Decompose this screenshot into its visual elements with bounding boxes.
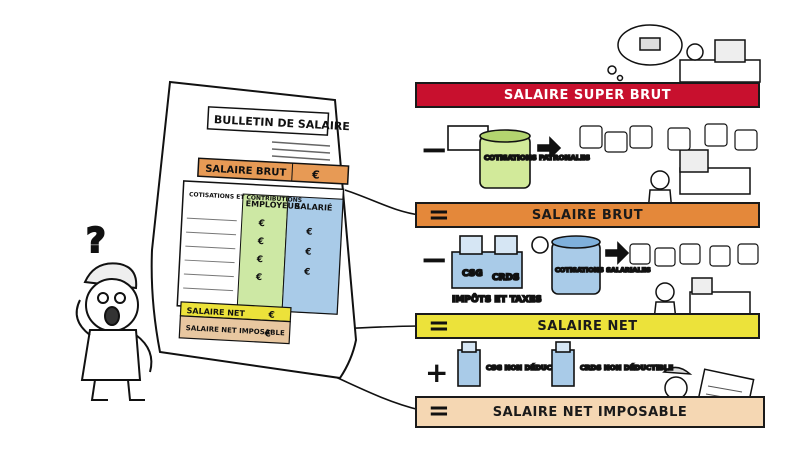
svg-text:€: € — [304, 247, 312, 257]
salarie-header: SALARIÉ — [294, 200, 332, 213]
cotisations-patronales-label: COTISATIONS PATRONALES — [484, 154, 590, 162]
payslip-document: BULLETIN DE SALAIRE SALAIRE BRUT € COTIS… — [150, 80, 358, 380]
cotisations-salariales-label: COTISATIONS SALARIALES — [555, 266, 651, 274]
svg-text:€: € — [255, 273, 263, 283]
non-deductible-items: CSG NON DÉDUCTIBLE CRDS NON DÉDUCTIBLE — [457, 341, 674, 387]
svg-text:€: € — [255, 255, 263, 265]
bar-salaire-net-imposable-label: SALAIRE NET IMPOSABLE — [492, 404, 688, 420]
minus-sign-1: − — [420, 130, 449, 170]
bar-salaire-brut: SALAIRE BRUT — [415, 202, 760, 228]
connector-brut — [344, 189, 421, 216]
csg-label: CSG — [462, 269, 483, 279]
payslip-table: COTISATIONS ET CONTRIBUTIONS EMPLOYEUR S… — [176, 180, 345, 315]
csg-non-deductible-label: CSG NON DÉDUCTIBLE — [486, 363, 574, 372]
salarie-euros: € € € — [303, 227, 313, 277]
distribution-jars-top — [579, 123, 758, 153]
crds-non-deductible-label: CRDS NON DÉDUCTIBLE — [580, 363, 673, 372]
employeur-euros: € € € € — [255, 219, 266, 283]
confused-character: ? — [75, 220, 153, 401]
minus-sign-2: − — [420, 240, 449, 280]
character-body — [80, 329, 142, 381]
payslip-brut-euro: € — [311, 168, 320, 181]
bar-salaire-super-brut-label: SALAIRE SUPER BRUT — [503, 87, 672, 103]
impots-taxes-label: IMPÔTS ET TAXES — [452, 293, 542, 305]
payslip-title-box — [206, 106, 330, 136]
worker-net-doodle — [653, 277, 751, 321]
cotisations-patronales-jar: COTISATIONS PATRONALES — [447, 125, 591, 189]
svg-text:€: € — [263, 329, 271, 339]
bar-salaire-net: SALAIRE NET — [415, 313, 760, 339]
payslip-net-imposable-strip — [178, 315, 291, 345]
distribution-jars-middle — [629, 243, 759, 267]
employeur-column — [236, 193, 289, 312]
svg-text:€: € — [257, 219, 265, 229]
svg-text:€: € — [303, 267, 311, 277]
bar-salaire-brut-label: SALAIRE BRUT — [531, 207, 644, 223]
payslip-brut-strip — [197, 157, 350, 185]
bar-salaire-super-brut: SALAIRE SUPER BRUT — [415, 82, 760, 108]
salarie-column — [281, 195, 344, 315]
employeur-header: EMPLOYEUR — [245, 199, 300, 211]
cotisations-salariales-jar: COTISATIONS SALARIALES — [551, 235, 652, 295]
payslip-text-lines — [271, 141, 331, 161]
plus-sign: + — [425, 356, 449, 389]
svg-text:€: € — [256, 237, 264, 247]
question-mark: ? — [86, 221, 106, 261]
boss-desk-doodle — [607, 24, 761, 83]
csg-crds-box: CSG CRDS IMPÔTS ET TAXES — [451, 235, 549, 306]
payslip-brut-label: SALAIRE BRUT — [205, 164, 287, 179]
bar-salaire-net-label: SALAIRE NET — [537, 318, 638, 334]
equals-sign-net: = — [428, 311, 450, 341]
crds-label: CRDS — [492, 273, 520, 283]
svg-text:€: € — [267, 310, 275, 320]
payslip-net-label: SALAIRE NET — [186, 306, 245, 318]
bar-salaire-net-imposable: SALAIRE NET IMPOSABLE — [415, 396, 765, 428]
equals-sign-brut: = — [428, 200, 450, 230]
equals-sign-net-imposable: = — [428, 396, 450, 426]
svg-text:€: € — [305, 227, 313, 237]
